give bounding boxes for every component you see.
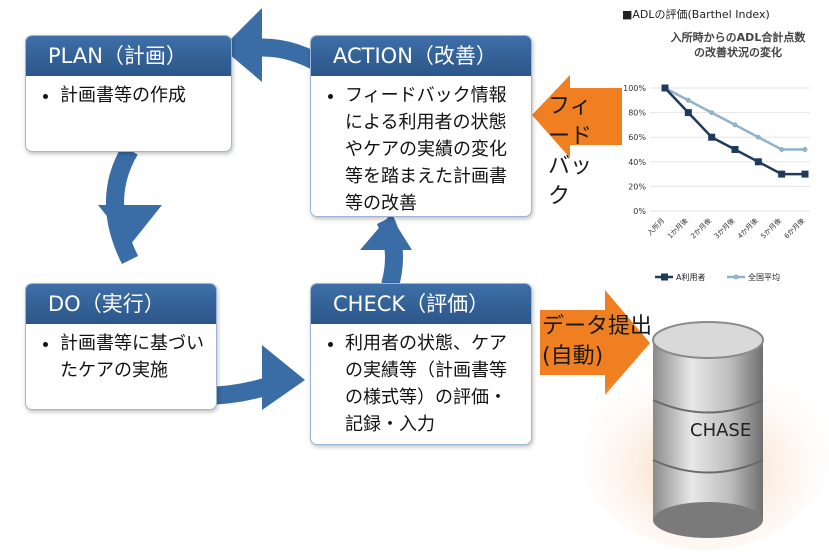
legend-label: A利用者 [676, 272, 705, 282]
database-ring-1 [652, 399, 764, 414]
legend-label: 全国平均 [748, 272, 780, 282]
legend-marker [661, 273, 668, 281]
feedback-label: フィードバック [548, 94, 593, 209]
arrow-head-left [98, 205, 162, 245]
data-point [709, 110, 715, 116]
data-point [684, 109, 692, 117]
check-title: CHECK（評価） [311, 284, 531, 324]
legend-marker [733, 274, 739, 280]
chart-header: ■ADLの評価(Barthel Index) [622, 8, 770, 21]
database-ring-2 [652, 459, 764, 474]
x-tick-label: 2か月後 [689, 216, 713, 240]
x-tick-label: 1か月後 [665, 216, 689, 240]
action-title: ACTION（改善） [311, 36, 531, 76]
x-tick-label: 4か月後 [735, 216, 759, 240]
y-tick-label: 0% [633, 207, 646, 216]
y-tick-label: 60% [628, 133, 646, 142]
data-arrow [540, 290, 650, 395]
data-point [661, 84, 669, 92]
do-card: DO（実行） 計画書等に基づいたケアの実施 [25, 283, 217, 410]
data-point [754, 158, 762, 166]
arrow-head-bottom [262, 345, 305, 410]
y-tick-label: 100% [623, 84, 646, 93]
data-point [708, 133, 716, 141]
data-point [801, 170, 809, 178]
arrow-head-top [222, 8, 262, 82]
database-label: CHASE [690, 420, 752, 441]
arrow-plan-to-do [106, 145, 139, 265]
action-card: ACTION（改善） フィードバック情報による利用者の状態やケアの実績の変化等を… [310, 35, 532, 217]
chart-title: 入所時からのADL合計点数の改善状況の変化 [670, 31, 806, 59]
y-tick-label: 80% [628, 109, 646, 118]
data-point [802, 147, 808, 152]
arrow-head-right [360, 215, 412, 250]
database-top [652, 321, 764, 359]
data-point [732, 122, 738, 128]
y-tick-label: 40% [628, 158, 646, 167]
do-title: DO（実行） [26, 284, 216, 324]
data-point [731, 146, 739, 153]
plan-title: PLAN（計画） [26, 36, 231, 76]
data-point [755, 134, 761, 140]
check-card: CHECK（評価） 利用者の状態、ケアの実績等（計画書等の様式等）の評価・記録・… [310, 283, 532, 445]
y-tick-label: 20% [628, 182, 646, 191]
x-tick-label: 3か月後 [712, 216, 736, 240]
x-tick-label: 入所月 [645, 216, 666, 237]
do-item: 計画書等に基づいたケアの実施 [60, 330, 206, 384]
database-bottom [653, 502, 763, 538]
x-tick-label: 5か月後 [759, 216, 783, 240]
action-item: フィードバック情報による利用者の状態やケアの実績の変化等を踏まえた計画書等の改善 [345, 82, 521, 216]
series-line [664, 86, 805, 151]
plan-item: 計画書等の作成 [60, 82, 221, 109]
x-tick-label: 6か月後 [782, 216, 806, 240]
check-item: 利用者の状態、ケアの実績等（計画書等の様式等）の評価・記録・入力 [345, 330, 521, 438]
data-point [779, 147, 785, 152]
data-point [778, 170, 786, 178]
feedback-arrow [532, 75, 622, 158]
plan-card: PLAN（計画） 計画書等の作成 [25, 35, 232, 152]
database-body [653, 340, 763, 520]
data-point [685, 97, 691, 103]
data-submission-label: データ提出(自動) [542, 314, 653, 369]
database-graphic [580, 321, 829, 550]
